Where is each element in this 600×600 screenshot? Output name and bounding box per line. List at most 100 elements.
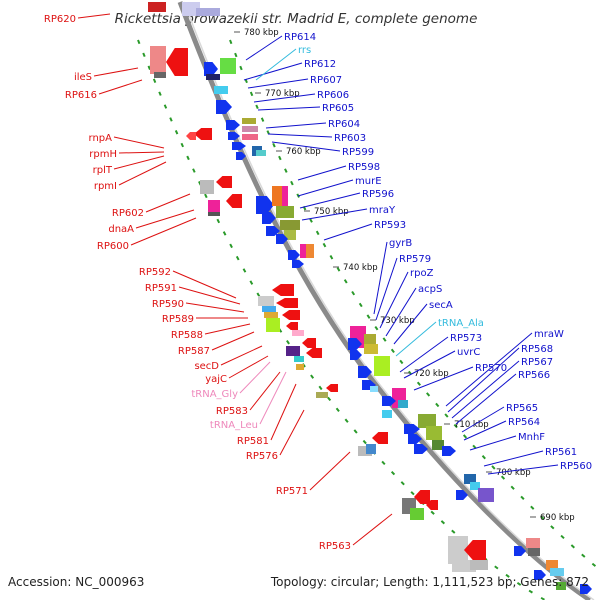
reverse-gene-label[interactable]: RP581	[237, 383, 297, 447]
gene-block	[546, 560, 558, 570]
gene-arrow	[404, 424, 420, 434]
gene-arrow	[302, 338, 316, 348]
reverse-gene-label[interactable]: ileS	[74, 67, 139, 83]
forward-gene-label[interactable]: acpS	[385, 284, 442, 337]
leader-line	[451, 360, 520, 419]
gene-label-text: rnpA	[89, 133, 113, 144]
leader-line	[379, 271, 409, 329]
forward-gene-label[interactable]: RP596	[299, 189, 394, 209]
forward-gene-label[interactable]: RP606	[253, 90, 349, 103]
reverse-gene-label[interactable]: RP588	[171, 323, 251, 341]
reverse-gene-label[interactable]: dnaA	[108, 209, 195, 235]
reverse-gene-label[interactable]: RP576	[246, 409, 305, 462]
reverse-gene-label[interactable]: yajC	[205, 355, 269, 385]
gene-label-text: MnhF	[518, 432, 545, 443]
forward-gene-label[interactable]: RP614	[245, 32, 316, 61]
leader-line	[299, 192, 361, 209]
forward-rna-label[interactable]: tRNA_Ala	[395, 318, 484, 357]
forward-gene-label[interactable]: RP593	[323, 220, 406, 241]
gene-label-text: RP620	[44, 14, 76, 25]
forward-gene-label[interactable]: RP561	[483, 447, 577, 467]
gene-label-text: tRNA_Leu	[210, 420, 258, 431]
reverse-gene-label[interactable]: RP602	[112, 193, 191, 219]
gene-arrow	[256, 196, 274, 214]
forward-gene-label[interactable]: RP604	[265, 119, 360, 130]
forward-gene-label[interactable]: RP605	[257, 103, 354, 114]
gene-block	[208, 200, 220, 214]
reverse-gene-label[interactable]: RP587	[178, 331, 255, 357]
forward-gene-label[interactable]: RP564	[463, 417, 540, 441]
gene-block	[276, 206, 294, 218]
forward-gene-label[interactable]: RP565	[461, 403, 538, 433]
forward-gene-label[interactable]: RP603	[267, 133, 366, 144]
forward-gene-label[interactable]: RP567	[451, 357, 553, 419]
forward-gene-label[interactable]: rpoZ	[379, 268, 434, 329]
reverse-rna-label[interactable]: tRNA_Gly	[191, 361, 271, 400]
gene-block	[182, 2, 200, 16]
gene-label-text: RP590	[152, 299, 184, 310]
reverse-gene-label[interactable]: RP600	[97, 217, 197, 252]
reverse-gene-label[interactable]: RP620	[44, 13, 111, 25]
forward-gene-label[interactable]: uvrC	[403, 347, 480, 379]
forward-gene-label[interactable]: RP579	[375, 254, 431, 321]
gene-label-text: RP612	[304, 59, 336, 70]
reverse-gene-label[interactable]: secD	[194, 345, 263, 372]
reverse-rna-label[interactable]: tRNA_Leu	[210, 371, 287, 431]
gene-label-text: RP589	[162, 314, 194, 325]
forward-rna-label[interactable]: rrs	[255, 45, 311, 81]
reverse-gene-label[interactable]: rpmI	[94, 161, 167, 192]
forward-gene-label[interactable]: RP566	[455, 370, 550, 425]
forward-gene-label[interactable]: RP598	[297, 162, 380, 181]
reverse-gene-label[interactable]: RP592	[139, 267, 237, 299]
gene-label-text: rplT	[93, 165, 113, 176]
gene-block	[464, 474, 476, 484]
gene-label-text: rpmH	[89, 149, 117, 160]
forward-gene-label[interactable]: RP599	[271, 141, 374, 158]
gene-label-text: RP599	[342, 147, 374, 158]
forward-gene-label[interactable]: RP568	[447, 344, 553, 413]
leader-line	[270, 383, 297, 441]
gene-arrow	[216, 176, 232, 188]
reverse-gene-label[interactable]: RP563	[319, 513, 393, 552]
gene-label-text: RP606	[317, 90, 349, 101]
reverse-gene-label[interactable]: RP571	[276, 451, 351, 497]
reverse-gene-label[interactable]: rpmH	[89, 149, 165, 160]
reverse-gene-label[interactable]: RP583	[216, 371, 281, 417]
reverse-gene-label[interactable]: RP590	[152, 299, 245, 313]
leader-line	[93, 67, 139, 77]
gene-label-text: murE	[355, 176, 382, 187]
reverse-gene-label[interactable]: rplT	[93, 155, 165, 176]
reverse-gene-label[interactable]: RP591	[145, 283, 241, 305]
forward-gene-label[interactable]: RP612	[243, 59, 336, 81]
forward-gene-label[interactable]: mraY	[301, 205, 396, 221]
leader-line	[403, 350, 456, 379]
reverse-gene-label[interactable]: RP616	[65, 79, 143, 101]
gene-arrow	[426, 500, 438, 510]
reverse-gene-label[interactable]: RP589	[162, 314, 248, 325]
forward-gene-label[interactable]: MnhF	[469, 432, 545, 451]
gene-block	[398, 400, 408, 408]
forward-gene-label[interactable]: secA	[393, 300, 453, 345]
reverse-gene-label[interactable]: rnpA	[89, 133, 165, 149]
leader-line	[393, 303, 428, 345]
leader-line	[463, 420, 507, 441]
gene-label-text: RP616	[65, 90, 97, 101]
forward-gene-label[interactable]: gyrB	[373, 238, 412, 315]
leader-line	[178, 286, 241, 305]
forward-gene-label[interactable]: RP607	[247, 75, 342, 89]
gene-arrow	[414, 490, 430, 504]
leader-line	[249, 371, 281, 411]
forward-gene-label[interactable]: murE	[297, 176, 382, 197]
forward-gene-label[interactable]: RP573	[399, 333, 482, 373]
gene-label-text: RP604	[328, 119, 360, 130]
forward-gene-label[interactable]: RP570	[413, 363, 507, 391]
gene-block	[296, 364, 304, 370]
gene-arrow	[272, 284, 294, 296]
forward-gene-label[interactable]: RP560	[487, 461, 592, 475]
forward-gene-label[interactable]: mraW	[445, 329, 564, 407]
gene-block	[258, 296, 274, 306]
leader-line	[135, 209, 195, 229]
gene-block	[200, 180, 214, 194]
leader-line	[413, 366, 474, 391]
